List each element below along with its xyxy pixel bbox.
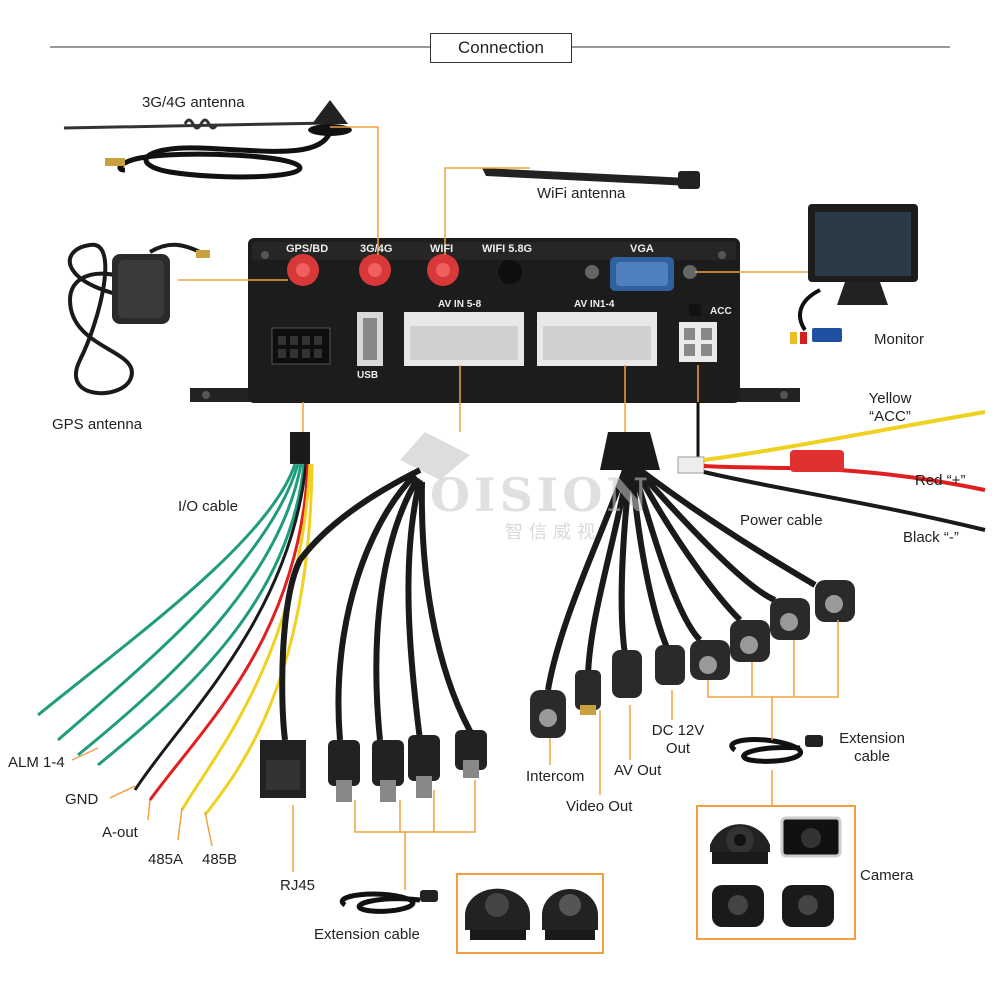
port-label-av58: AV IN 5-8 xyxy=(438,299,482,310)
monitor-icon xyxy=(790,204,918,344)
wifi-antenna-icon xyxy=(482,168,700,189)
label-485b: 485B xyxy=(202,851,238,868)
label-monitor: Monitor xyxy=(874,331,925,348)
label-aout: A-out xyxy=(102,824,138,841)
camera-group-right-frame xyxy=(696,805,856,940)
port-label-wifi58: WIFI 5.8G xyxy=(482,243,533,255)
label-485a: 485A xyxy=(148,851,184,868)
label-wifi-antenna: WiFi antenna xyxy=(537,185,626,202)
label-io-cable: I/O cable xyxy=(178,498,239,515)
label-black: Black “-” xyxy=(903,529,959,546)
label-alm: ALM 1-4 xyxy=(8,754,65,771)
page-title: Connection xyxy=(430,33,572,63)
label-extension-right-1: Extension xyxy=(839,730,905,747)
label-video-out: Video Out xyxy=(566,798,633,815)
port-label-usb: USB xyxy=(357,370,379,381)
wifi-connector-icon xyxy=(427,254,459,286)
extension-cable-left-icon xyxy=(339,890,438,914)
io-cable-icon xyxy=(37,432,314,816)
label-power-cable: Power cable xyxy=(740,512,823,529)
brand-watermark: OISION xyxy=(430,468,653,522)
camera-box-icon xyxy=(780,816,842,858)
label-red: Red “+” xyxy=(915,472,966,489)
label-yellow: Yellow xyxy=(868,390,912,407)
label-intercom: Intercom xyxy=(526,768,585,785)
antenna-3g4g-icon xyxy=(63,100,352,180)
label-extension-cable-left: Extension cable xyxy=(314,926,420,943)
connector-aviation-icon xyxy=(328,730,487,802)
camera-dome-icon xyxy=(710,824,770,864)
label-camera: Camera xyxy=(860,867,914,884)
camera-group-left-frame xyxy=(456,873,604,954)
camera-side-icon xyxy=(712,885,834,927)
port-label-3g4g: 3G/4G xyxy=(360,243,393,255)
port-label-vga: VGA xyxy=(630,243,654,255)
g34-connector-icon xyxy=(359,254,391,286)
port-label-av14: AV IN1-4 xyxy=(574,299,615,310)
label-out: Out xyxy=(665,740,691,757)
av-harness-right-icon xyxy=(530,432,855,738)
brand-watermark-sub: 智信威视 xyxy=(505,522,601,542)
port-label-wifi: WIFI xyxy=(430,243,454,255)
label-rj45: RJ45 xyxy=(280,877,316,894)
label-acc: “ACC” xyxy=(869,408,911,425)
port-label-acc: ACC xyxy=(710,306,732,317)
extension-cable-right-icon xyxy=(729,735,823,764)
label-extension-right-2: cable xyxy=(854,748,890,765)
av-harness-left-icon xyxy=(260,432,487,802)
label-gnd: GND xyxy=(65,791,99,808)
power-cable-icon xyxy=(677,402,986,532)
dvr-device xyxy=(190,238,800,403)
gps-connector-icon xyxy=(287,254,319,286)
label-av-out: AV Out xyxy=(614,762,662,779)
label-gps-antenna: GPS antenna xyxy=(52,416,143,433)
label-3g4g-antenna: 3G/4G antenna xyxy=(142,94,245,111)
label-dc12v: DC 12V xyxy=(651,722,705,739)
rj45-icon xyxy=(260,740,306,798)
port-label-gps: GPS/BD xyxy=(286,243,329,255)
gps-antenna-icon xyxy=(67,242,210,396)
callout-lines xyxy=(71,126,839,890)
camera-dome-left-icon xyxy=(465,888,598,940)
